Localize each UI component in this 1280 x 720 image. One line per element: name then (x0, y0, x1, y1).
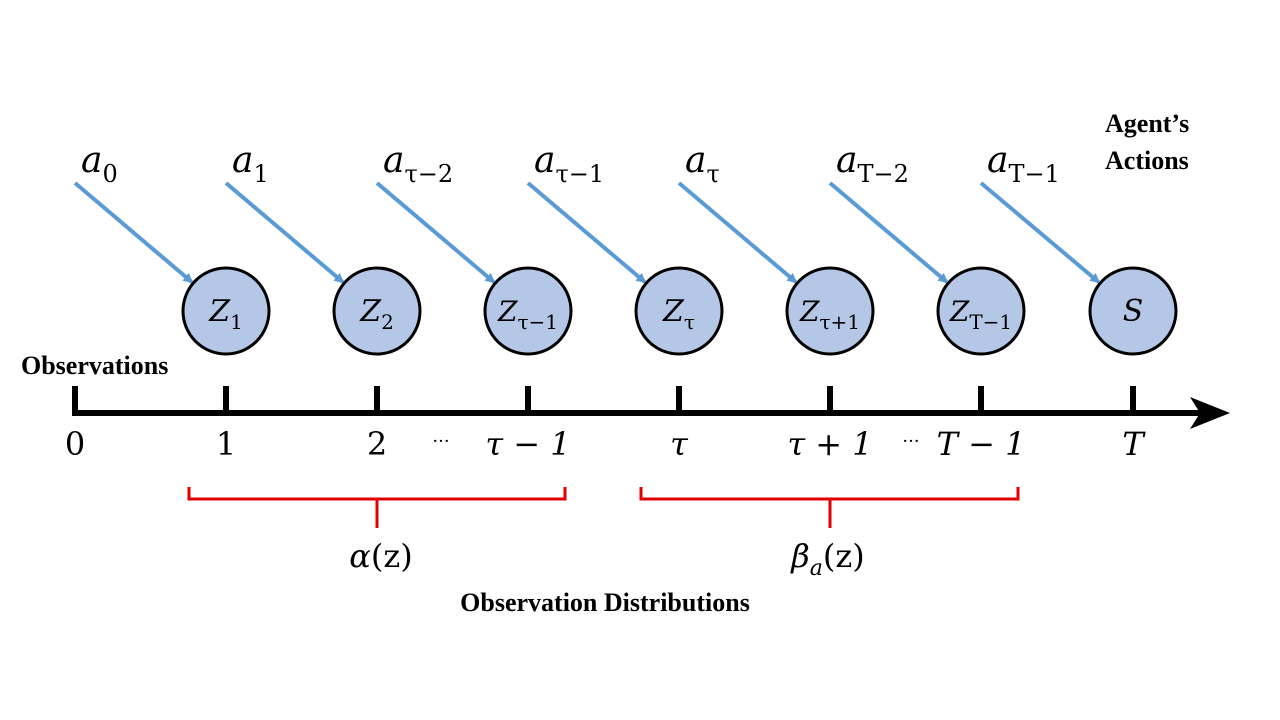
action-label-2: aτ−2 (383, 140, 453, 188)
action-label-5: aT−2 (836, 140, 909, 188)
action-arrow-0 (73, 181, 194, 284)
observation-distributions-label: Observation Distributions (460, 588, 750, 617)
action-label-6: aT−1 (987, 140, 1060, 188)
brace-beta-symbol: β (790, 537, 810, 575)
action-label-subscript: 1 (253, 160, 268, 188)
tick-ellipsis-left: ··· (432, 431, 449, 452)
brace-alpha-symbol: α (349, 537, 371, 575)
action-arrow-1 (224, 181, 345, 284)
action-label-subscript: T−2 (857, 160, 908, 188)
action-arrow-5 (828, 181, 949, 284)
brace-alpha-shape (187, 487, 567, 528)
observation-node-label: Z1 (208, 294, 243, 334)
observation-node-base: Z (359, 294, 382, 329)
observation-node-base: Z (497, 295, 518, 328)
action-arrow-2 (375, 181, 496, 284)
observation-node-2: Zτ−1 (483, 266, 573, 356)
action-label-subscript: T−1 (1008, 160, 1059, 188)
observation-node-label: Zτ (662, 294, 695, 334)
brace-beta: βa(z) (639, 487, 1020, 581)
brace-beta-arg: (z) (823, 537, 865, 575)
observation-node-5: ZT−1 (936, 266, 1026, 356)
action-label-subscript: 0 (102, 160, 117, 188)
brace-alpha-label: α(z) (349, 537, 412, 575)
timeline-arrowhead (1190, 397, 1230, 429)
observation-node-3: Zτ (634, 266, 724, 356)
observation-node-circle (936, 266, 1026, 356)
timeline-tick-label-x: τ (670, 425, 689, 463)
timeline-tick-label-0: 0 (65, 425, 85, 463)
timeline-axis (75, 397, 1230, 429)
brace-beta-subscript: a (810, 556, 823, 581)
observation-node-circle (634, 266, 724, 356)
action-arrow-6 (979, 181, 1101, 284)
action-label-base: a (383, 140, 404, 181)
action-label-subscript: τ (706, 160, 719, 188)
action-label-4: aτ (685, 140, 720, 188)
action-label-1: a1 (232, 140, 269, 188)
observation-node-subscript: T−1 (969, 310, 1012, 334)
timeline-tick-label-1: 1 (216, 425, 236, 463)
observation-node-circle (1088, 266, 1178, 356)
brace-alpha: α(z) (187, 487, 567, 575)
observation-node-subscript: 1 (230, 310, 243, 334)
action-label-base: a (534, 140, 555, 181)
observation-node-circle (483, 266, 573, 356)
action-arrow-3 (526, 181, 647, 284)
observation-node-subscript: τ−1 (517, 310, 558, 334)
observation-node-base: Z (208, 294, 231, 329)
timeline-ticks-group: 0 1 2 τ − 1 τ τ + 1 T − 1 T (65, 386, 1146, 463)
action-label-base: a (685, 140, 706, 181)
timeline-tick-label-2: 2 (367, 425, 387, 463)
observation-node-subscript: τ (684, 310, 695, 334)
agent-actions-label-line1: Agent’s (1105, 109, 1189, 138)
action-label-base: a (81, 140, 102, 181)
observation-node-label: Zτ−1 (497, 295, 558, 334)
agent-actions-label-line2: Actions (1105, 146, 1189, 175)
observation-node-subscript: 2 (381, 310, 394, 334)
action-label-0: a0 (81, 140, 118, 188)
timeline-tick-label-t: T (1122, 425, 1146, 463)
timeline-tick-label-1: τ + 1 (787, 425, 872, 463)
observation-node-label: ZT−1 (949, 295, 1012, 334)
brace-alpha-arg: (z) (371, 537, 413, 575)
observation-node-0: Z1 (181, 266, 271, 356)
observation-node-circle (181, 266, 271, 356)
observation-node-label: Zτ+1 (799, 295, 860, 334)
action-label-3: aτ−1 (534, 140, 604, 188)
observation-node-1: Z2 (332, 266, 422, 356)
observation-node-base: Z (799, 295, 820, 328)
observation-node-circle (332, 266, 422, 356)
action-label-base: a (232, 140, 253, 181)
observation-node-base: Z (949, 295, 970, 328)
observation-node-base: S (1123, 294, 1144, 329)
observation-node-circle (785, 266, 875, 356)
observation-node-label: S (1123, 294, 1144, 329)
brace-beta-shape (639, 487, 1020, 528)
observations-label: Observations (21, 351, 168, 380)
action-arrow-4 (677, 181, 798, 284)
action-label-base: a (836, 140, 857, 181)
brace-beta-label: βa(z) (790, 537, 864, 581)
action-label-subscript: τ−1 (555, 160, 604, 188)
observation-node-label: Z2 (359, 294, 394, 334)
action-label-base: a (987, 140, 1008, 181)
observation-node-base: Z (662, 294, 685, 329)
timeline-tick-label-t-1: T − 1 (937, 425, 1026, 463)
action-label-subscript: τ−2 (404, 160, 453, 188)
observation-node-4: Zτ+1 (785, 266, 875, 356)
observation-node-6: S (1088, 266, 1178, 356)
tick-ellipsis-right: ··· (902, 431, 919, 452)
observation-node-subscript: τ+1 (819, 310, 860, 334)
timeline-tick-label-1: τ − 1 (485, 425, 570, 463)
